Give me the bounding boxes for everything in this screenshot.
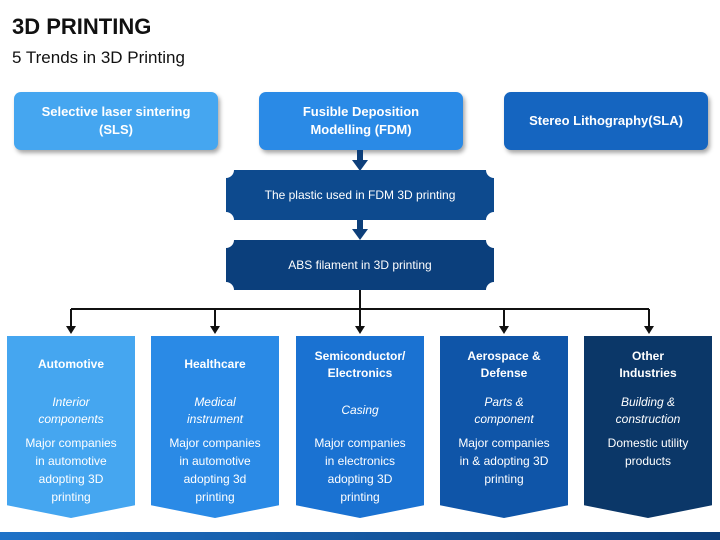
sla-box: Stereo Lithography(SLA) bbox=[504, 92, 708, 150]
column-title: Aerospace &Defense bbox=[467, 349, 541, 380]
abs-filament-label: ABS filament in 3D printing bbox=[288, 258, 432, 272]
abs-filament-box-shape bbox=[226, 240, 494, 290]
sls-box-line1: Selective laser sintering bbox=[41, 104, 191, 119]
column-title: Healthcare bbox=[184, 357, 246, 371]
fdm-plastic-box: The plastic used in FDM 3D printing bbox=[226, 170, 494, 220]
fdm-plastic-label: The plastic used in FDM 3D printing bbox=[264, 188, 456, 202]
fdm-box-line1: Fusible Deposition bbox=[302, 104, 420, 119]
column-application: Parts &component bbox=[474, 395, 534, 426]
sla-box-line1: Stereo Lithography(SLA) bbox=[529, 113, 683, 128]
connector-arrow-icon bbox=[355, 309, 365, 334]
column-title: Automotive bbox=[38, 357, 104, 371]
arrow-down-icon bbox=[352, 219, 368, 240]
column-aerospace: Aerospace &Defense Parts &component Majo… bbox=[440, 336, 568, 518]
page-subtitle: 5 Trends in 3D Printing bbox=[12, 48, 185, 67]
column-application: Building &construction bbox=[615, 395, 681, 426]
abs-filament-box: ABS filament in 3D printing bbox=[226, 240, 494, 290]
arrow-down-icon bbox=[352, 150, 368, 171]
column-title: Semiconductor/Electronics bbox=[314, 349, 406, 380]
connector-tree bbox=[66, 290, 654, 334]
connector-arrow-icon bbox=[499, 309, 509, 334]
sls-box-line2: (SLS) bbox=[99, 122, 133, 137]
sls-box: Selective laser sintering (SLS) bbox=[14, 92, 218, 150]
column-semiconductor: Semiconductor/Electronics Casing Major c… bbox=[296, 336, 424, 518]
fdm-plastic-box-shape bbox=[226, 170, 494, 220]
fdm-box: Fusible Deposition Modelling (FDM) bbox=[259, 92, 463, 150]
bottom-accent-bar bbox=[0, 532, 720, 540]
connector-arrow-icon bbox=[210, 309, 220, 334]
connector-arrow-icon bbox=[644, 309, 654, 334]
page-title: 3D PRINTING bbox=[12, 14, 152, 39]
column-application: Casing bbox=[341, 403, 379, 417]
connector-arrow-icon bbox=[66, 309, 76, 334]
fdm-box-line2: Modelling (FDM) bbox=[310, 122, 412, 137]
